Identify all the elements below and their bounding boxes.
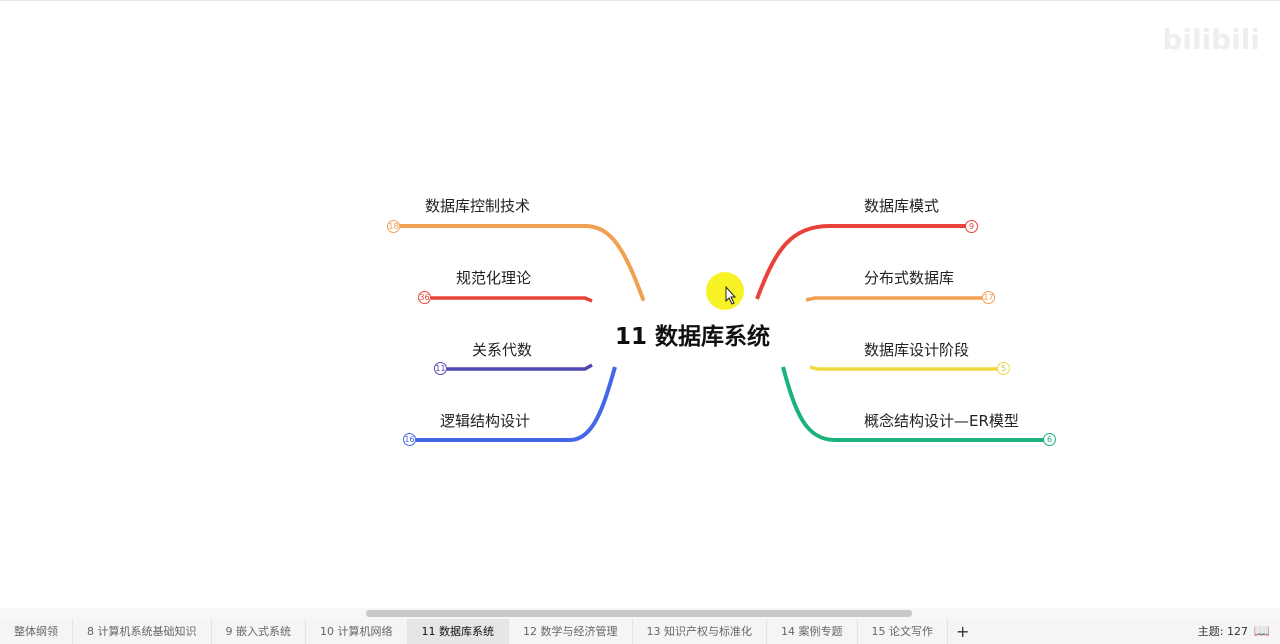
add-tab-button[interactable]: + (956, 622, 970, 641)
branch-line-algebra (447, 363, 593, 371)
branch-line-logic (416, 366, 617, 442)
sheet-tabs: 整体纲领 8 计算机系统基础知识 9 嵌入式系统 10 计算机网络 11 数据库… (0, 619, 1280, 644)
topic-normalization[interactable]: 规范化理论 (456, 269, 532, 287)
count-badge[interactable]: 11 (434, 362, 447, 375)
branch-line-distributed (805, 296, 982, 302)
central-topic[interactable]: 11 数据库系统 (615, 324, 771, 350)
cursor-highlight (706, 272, 744, 310)
count-badge[interactable]: 5 (997, 362, 1010, 375)
scrollbar-thumb[interactable] (366, 610, 912, 617)
topic-distributed[interactable]: 分布式数据库 (864, 269, 955, 287)
tab-12[interactable]: 12 数学与经济管理 (509, 619, 633, 644)
count-badge[interactable]: 9 (965, 220, 978, 233)
tab-13[interactable]: 13 知识产权与标准化 (633, 619, 767, 644)
book-icon[interactable]: 📖 (1253, 624, 1270, 639)
topic-count: 主题: 127 (1197, 625, 1248, 638)
topic-er-model[interactable]: 概念结构设计—ER模型 (864, 412, 1019, 430)
branch-line-schema (755, 224, 966, 300)
watermark-logo: bilibili (1162, 23, 1260, 56)
topic-logic-design[interactable]: 逻辑结构设计 (440, 412, 531, 430)
horizontal-scrollbar[interactable] (0, 608, 1280, 619)
topic-algebra[interactable]: 关系代数 (472, 341, 533, 359)
tab-overview[interactable]: 整体纲领 (0, 619, 73, 644)
mindmap-canvas[interactable]: bilibili 11 数据库系统 数据库控制技术 18 规范化理论 36 关系… (0, 0, 1280, 608)
count-badge[interactable]: 16 (403, 433, 416, 446)
topic-design-stages[interactable]: 数据库设计阶段 (864, 341, 970, 359)
branch-line-er (781, 366, 1044, 442)
tab-11[interactable]: 11 数据库系统 (407, 619, 509, 644)
count-badge[interactable]: 17 (982, 291, 995, 304)
branch-line-design (809, 365, 998, 371)
cursor-icon (725, 285, 737, 305)
tab-8[interactable]: 8 计算机系统基础知识 (73, 619, 212, 644)
tab-14[interactable]: 14 案例专题 (767, 619, 858, 644)
topic-schema[interactable]: 数据库模式 (864, 197, 940, 215)
tab-9[interactable]: 9 嵌入式系统 (212, 619, 306, 644)
count-badge[interactable]: 18 (387, 220, 400, 233)
topic-control[interactable]: 数据库控制技术 (425, 197, 531, 215)
tab-10[interactable]: 10 计算机网络 (306, 619, 408, 644)
count-badge[interactable]: 36 (418, 291, 431, 304)
branch-line-normalization (431, 296, 593, 303)
tab-15[interactable]: 15 论文写作 (858, 619, 948, 644)
branch-line-control (398, 224, 645, 301)
branch-lines (398, 224, 1044, 442)
count-badge[interactable]: 6 (1043, 433, 1056, 446)
